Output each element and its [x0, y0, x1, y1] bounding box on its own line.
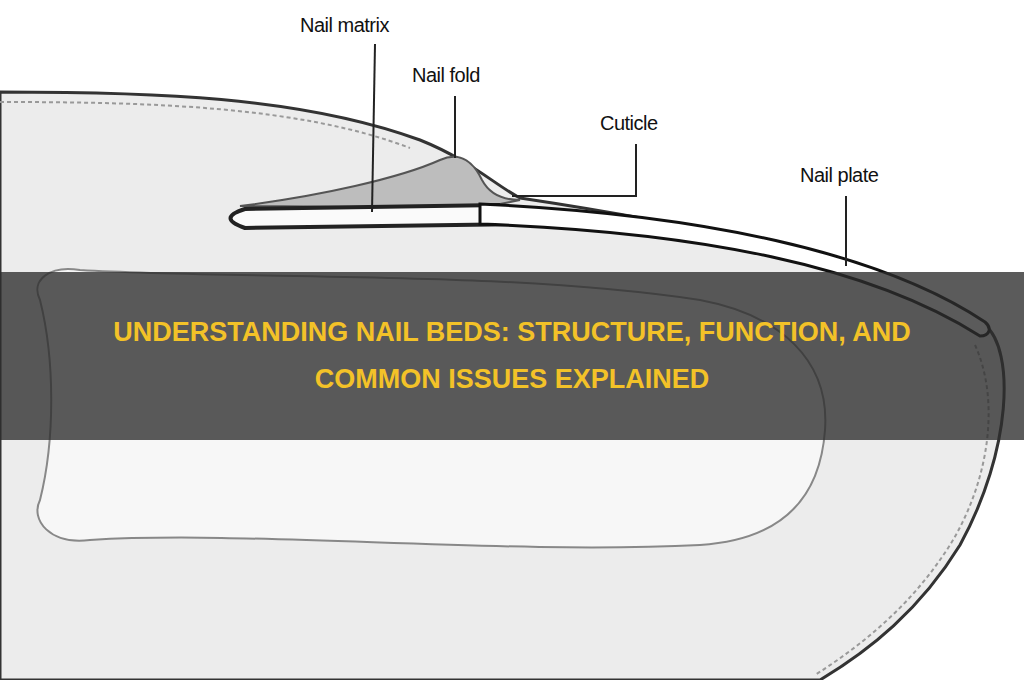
part-label: Cuticle	[600, 112, 658, 135]
leader-line	[512, 144, 636, 196]
skin-layer	[0, 102, 410, 148]
leader-line	[845, 196, 847, 266]
nail-fold-shape	[240, 157, 520, 208]
part-label: Nail fold	[412, 64, 480, 87]
title-banner: UNDERSTANDING NAIL BEDS: STRUCTURE, FUNC…	[0, 272, 1024, 440]
leader-line	[454, 96, 456, 158]
part-label: Nail plate	[800, 164, 878, 187]
leader-line	[372, 44, 375, 212]
title: UNDERSTANDING NAIL BEDS: STRUCTURE, FUNC…	[62, 309, 962, 404]
part-label: Nail matrix	[300, 14, 389, 37]
nail-matrix-shape	[231, 205, 521, 228]
